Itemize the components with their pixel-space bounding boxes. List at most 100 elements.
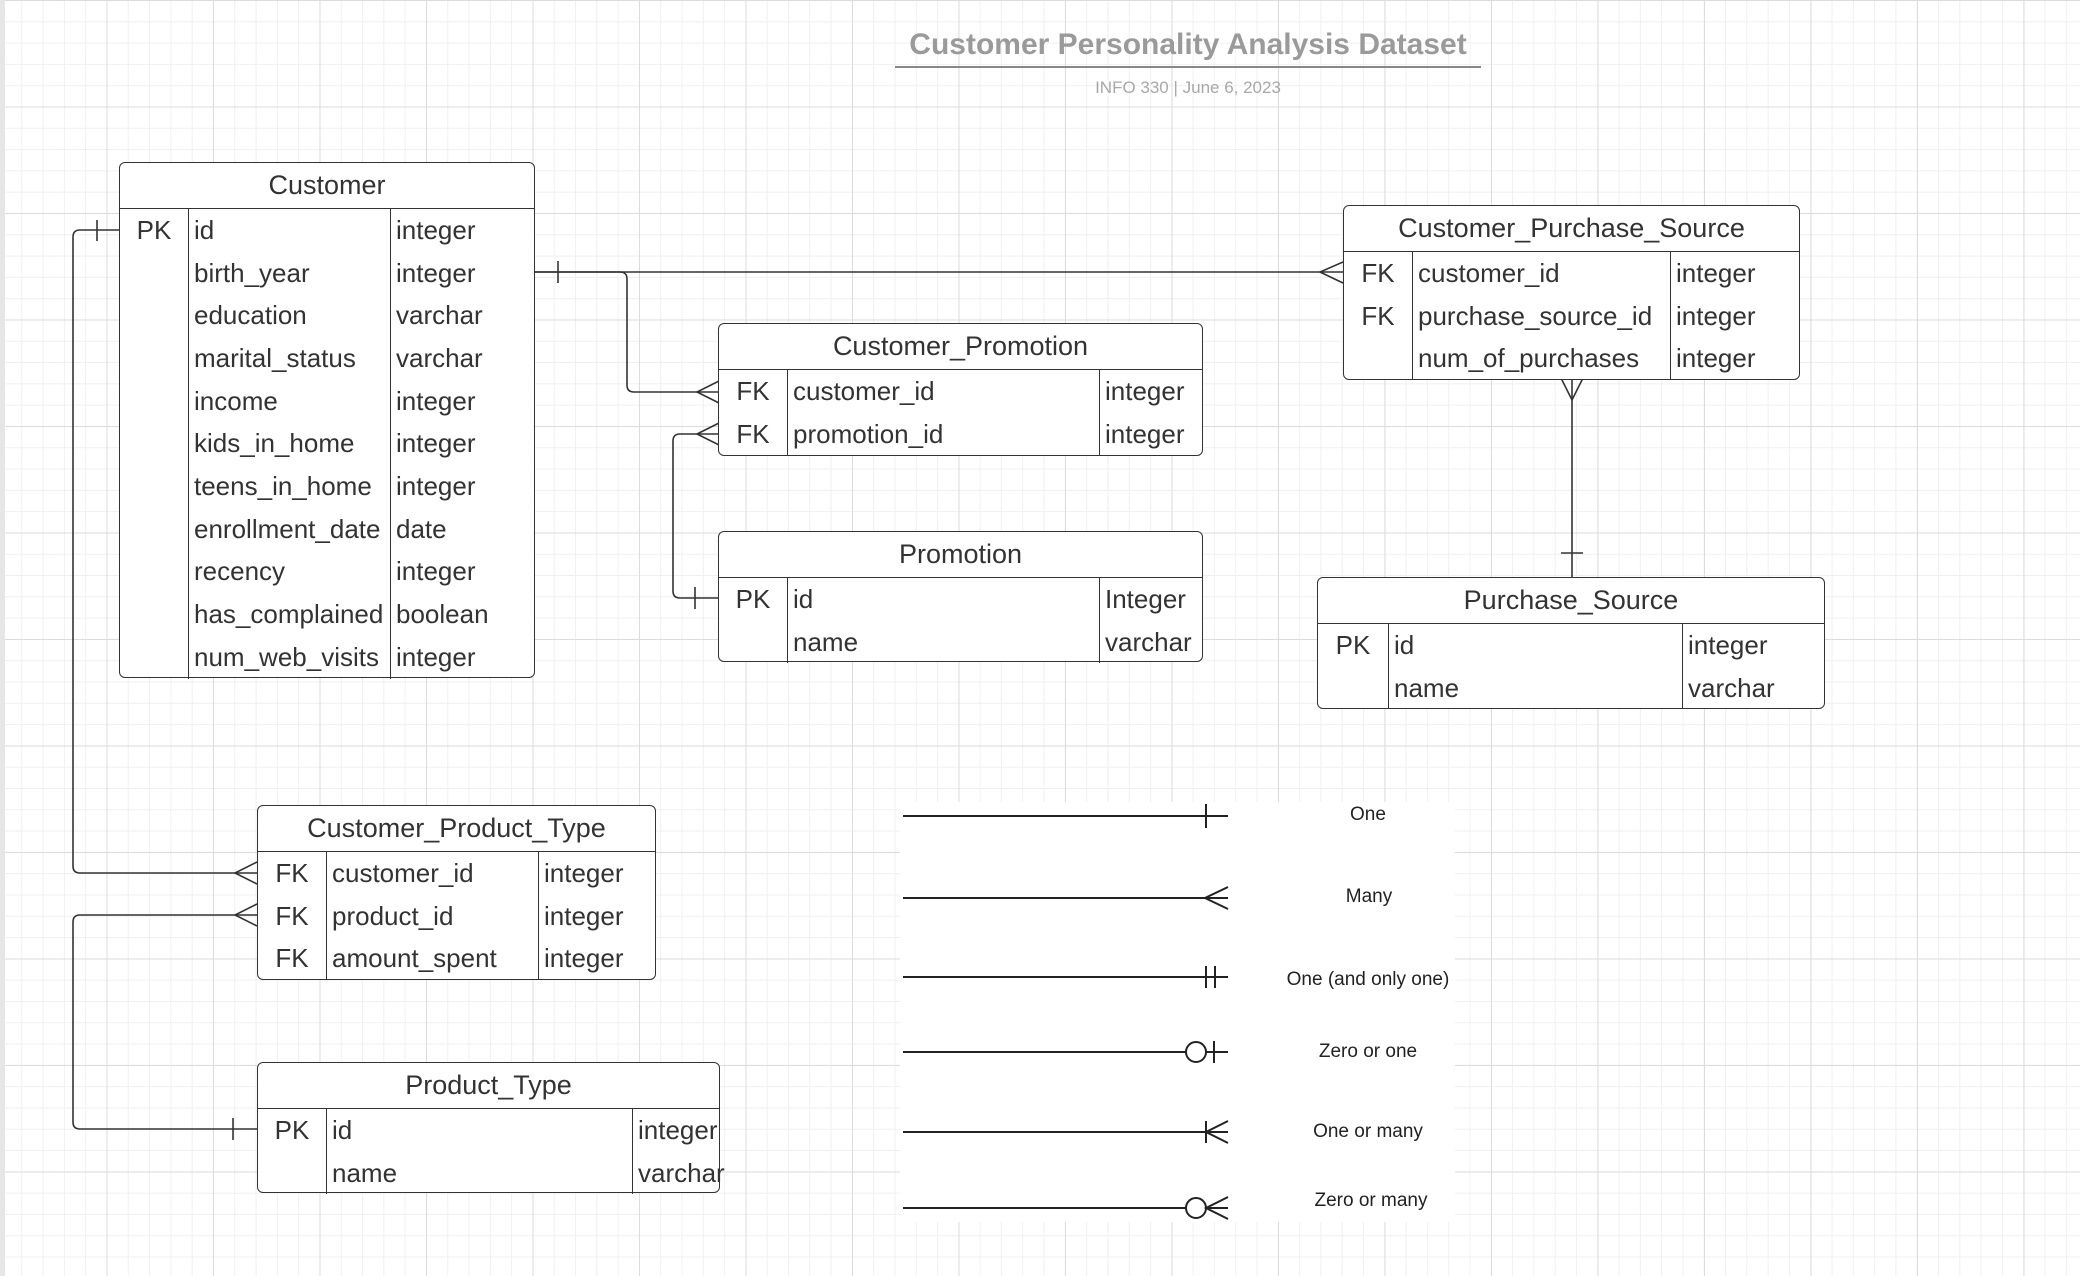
field-name: product_id xyxy=(332,900,454,931)
rel-customer-to-customer-product-type xyxy=(72,229,257,874)
zero-or-many-icon xyxy=(903,1196,1229,1220)
field-name: marital_status xyxy=(194,342,356,373)
field-type: boolean xyxy=(396,599,489,630)
field-name: id xyxy=(1394,629,1415,660)
field-name: recency xyxy=(194,556,286,587)
field-type: integer xyxy=(396,257,476,288)
field-row: FK product_id integer xyxy=(258,895,655,938)
field-type: varchar xyxy=(638,1157,725,1188)
field-row: PK id integer xyxy=(1318,624,1824,667)
rel-promotion-to-customer-promotion xyxy=(672,433,719,599)
field-name: id xyxy=(793,583,814,614)
key-marker: PK xyxy=(1335,629,1371,660)
field-type: integer xyxy=(1676,300,1756,331)
legend-panel xyxy=(900,802,1455,1222)
key-marker: FK xyxy=(1361,257,1395,288)
field-type: integer xyxy=(544,943,624,974)
canvas-edge xyxy=(0,0,5,1276)
field-name: id xyxy=(194,214,215,245)
field-type: integer xyxy=(396,428,476,459)
field-name: has_complained xyxy=(194,599,384,630)
field-type: varchar xyxy=(396,300,483,331)
key-marker: FK xyxy=(275,900,309,931)
field-type: integer xyxy=(544,900,624,931)
field-name: birth_year xyxy=(194,257,310,288)
field-type: integer xyxy=(1105,375,1185,406)
field-type: integer xyxy=(1676,257,1756,288)
field-row: has_complained boolean xyxy=(120,593,534,636)
field-type: integer xyxy=(1676,343,1756,374)
entity-title: Customer_Product_Type xyxy=(258,806,655,852)
legend-label-one: One xyxy=(1350,804,1386,825)
entity-title: Customer_Promotion xyxy=(719,324,1202,370)
one-and-only-one-icon xyxy=(903,966,1228,988)
field-name: kids_in_home xyxy=(194,428,355,459)
field-name: customer_id xyxy=(793,375,935,406)
field-name: name xyxy=(332,1157,398,1188)
entity-title: Customer xyxy=(120,163,534,209)
field-type: integer xyxy=(1688,629,1768,660)
one-or-many-icon xyxy=(903,1120,1229,1144)
field-type: integer xyxy=(544,857,624,888)
field-name: id xyxy=(332,1114,353,1145)
field-row: PK id integer xyxy=(120,209,534,252)
key-marker: FK xyxy=(1361,300,1395,331)
field-row: kids_in_home integer xyxy=(120,422,534,465)
key-marker: FK xyxy=(275,857,309,888)
entity-title: Customer_Purchase_Source xyxy=(1344,206,1799,252)
rel-customer-to-customer-promotion xyxy=(534,271,719,393)
field-type: date xyxy=(396,513,447,544)
field-name: education xyxy=(194,300,307,331)
field-name: name xyxy=(793,626,859,657)
field-name: customer_id xyxy=(332,857,474,888)
key-marker: PK xyxy=(136,214,172,245)
field-name: customer_id xyxy=(1418,257,1560,288)
field-type: integer xyxy=(1105,418,1185,449)
key-marker: FK xyxy=(736,418,770,449)
field-type: integer xyxy=(396,641,476,672)
entity-title: Product_Type xyxy=(258,1063,719,1109)
field-row: FK customer_id integer xyxy=(1344,252,1799,295)
field-type: integer xyxy=(638,1114,718,1145)
field-type: varchar xyxy=(1688,672,1775,703)
entity-title: Promotion xyxy=(719,532,1202,578)
legend-label-one-and-only-one: One (and only one) xyxy=(1286,969,1450,990)
legend-label-many: Many xyxy=(1345,886,1393,907)
field-name: income xyxy=(194,385,278,416)
field-name: teens_in_home xyxy=(194,470,372,501)
field-type: integer xyxy=(396,214,476,245)
diagram-subtitle: INFO 330 | June 6, 2023 xyxy=(1095,78,1281,97)
field-name: num_web_visits xyxy=(194,641,379,672)
field-type: Integer xyxy=(1105,583,1186,614)
